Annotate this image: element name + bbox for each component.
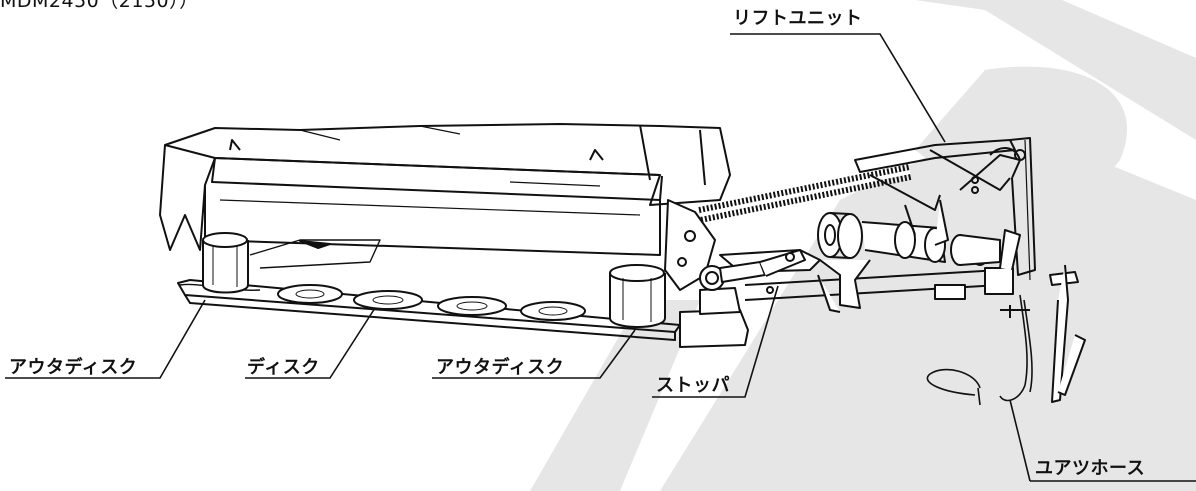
stopper-lever	[719, 249, 806, 294]
leader-hose	[1009, 399, 1196, 482]
discs	[277, 284, 586, 321]
watermark	[530, 0, 1196, 491]
leader-disc	[245, 307, 376, 379]
outer-disc-left-drum	[202, 232, 249, 294]
cutter-bar	[177, 239, 681, 341]
label-stopper: ストッパ	[656, 375, 730, 396]
label-outer-disc-left: アウタディスク	[9, 357, 138, 378]
oil-pressure-hose	[926, 294, 1033, 406]
leader-outer-disc-right	[432, 329, 636, 379]
label-disc: ディスク	[247, 357, 320, 378]
cutter-cover	[159, 123, 731, 256]
label-oil-pressure-hose: ユアツホース	[1035, 458, 1146, 479]
hitch-parts	[1000, 264, 1086, 403]
leader-stopper	[652, 285, 779, 398]
drive-assembly	[719, 199, 1021, 313]
label-lift-unit: リフトユニット	[733, 8, 863, 29]
leader-lines	[5, 33, 1196, 482]
label-outer-disc-right: アウタディスク	[436, 357, 565, 378]
outer-disc-right-drum	[609, 264, 666, 328]
model-title: MDM2450（2150））	[0, 0, 199, 12]
leader-lift-unit	[730, 33, 946, 143]
lift-spring	[698, 164, 912, 223]
leader-outer-disc-left	[5, 299, 206, 379]
